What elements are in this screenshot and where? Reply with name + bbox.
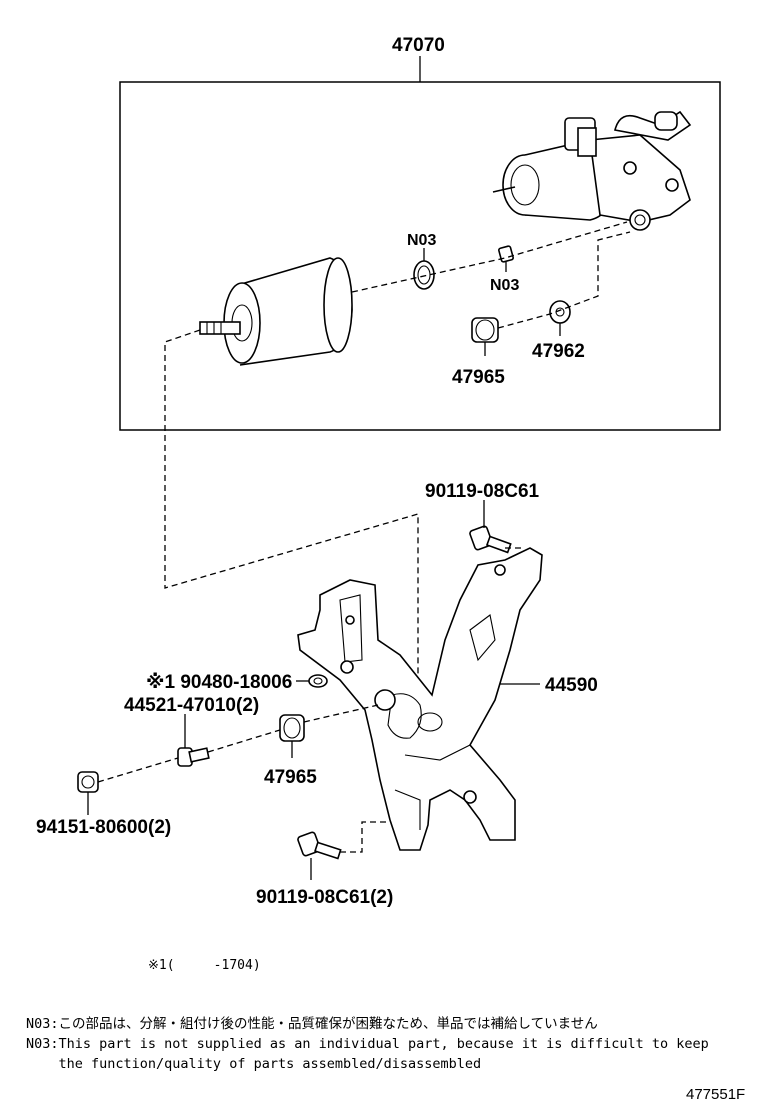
label-47070[interactable]: 47070	[392, 35, 445, 56]
washer-90480[interactable]	[308, 674, 328, 688]
nut-47965-bottom[interactable]	[279, 714, 305, 742]
pump-motor-assembly[interactable]	[492, 110, 692, 231]
note-en-line2: the function/quality of parts assembled/…	[26, 1056, 482, 1072]
footnote-range: ※1( -1704)	[148, 958, 261, 973]
bolt-44521[interactable]	[177, 747, 210, 767]
diagram-id: 477551F	[686, 1086, 746, 1103]
label-n03-screw[interactable]: N03	[490, 277, 519, 294]
label-94151[interactable]: 94151-80600(2)	[36, 817, 171, 838]
note-en-line1: N03:This part is not supplied as an indi…	[26, 1036, 709, 1052]
note-jp: N03:この部品は、分解・組付け後の性能・品質確保が困難なため、単品では補給して…	[26, 1016, 598, 1032]
assembly-box	[119, 81, 721, 431]
small-screw[interactable]	[498, 245, 514, 263]
nut-47965-top[interactable]	[471, 317, 499, 343]
nut-94151[interactable]	[77, 771, 99, 793]
label-44590[interactable]: 44590	[545, 675, 598, 696]
bolt-90119-top[interactable]	[469, 525, 512, 554]
label-47962[interactable]: 47962	[532, 341, 585, 362]
washer-47962[interactable]	[549, 300, 571, 324]
label-47965-top[interactable]: 47965	[452, 367, 505, 388]
filter-cylinder[interactable]	[199, 257, 353, 366]
label-n03-oring[interactable]: N03	[407, 232, 436, 249]
label-47965-bottom[interactable]: 47965	[264, 767, 317, 788]
label-90119-bottom[interactable]: 90119-08C61(2)	[256, 887, 393, 908]
bolt-90119-bottom[interactable]	[297, 831, 342, 860]
bracket-44590[interactable]	[297, 547, 543, 851]
label-44521[interactable]: 44521-47010(2)	[124, 695, 259, 716]
label-90119-top[interactable]: 90119-08C61	[425, 481, 540, 502]
label-90480[interactable]: ※1 90480-18006	[146, 672, 292, 693]
